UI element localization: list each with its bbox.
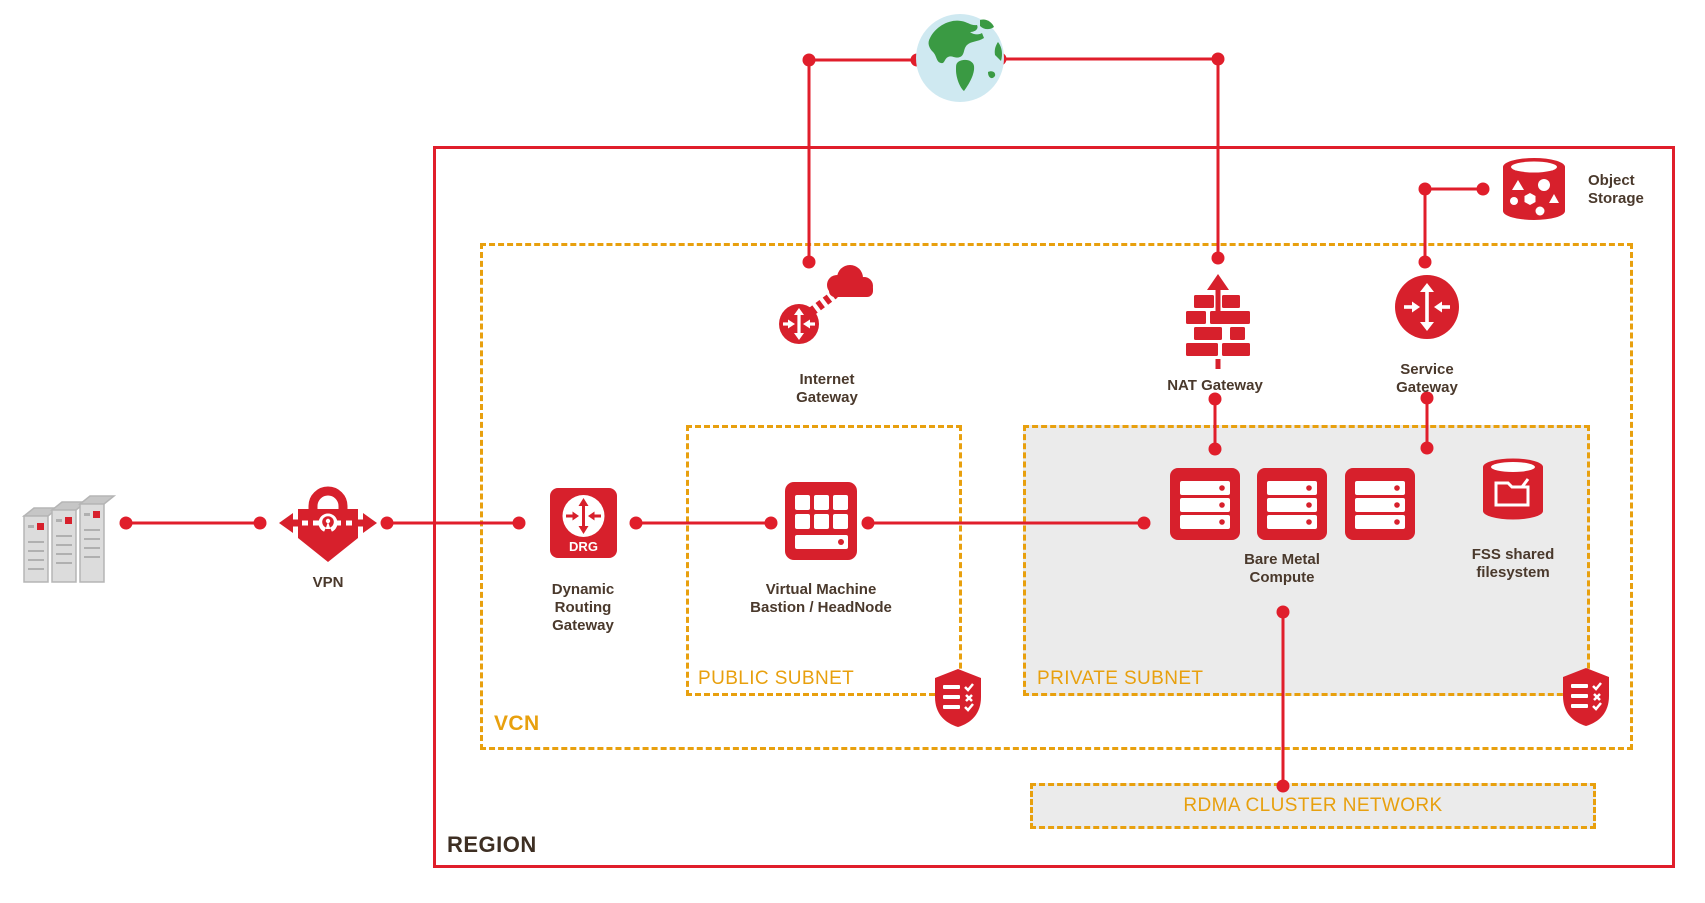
drg-badge-text: DRG xyxy=(569,539,598,554)
service-gateway-line1: Service xyxy=(1400,361,1454,378)
vcn-label: VCN xyxy=(494,712,540,735)
drg-label-line1: Dynamic xyxy=(551,581,615,598)
fss-line1: FSS shared xyxy=(1471,546,1555,563)
bare-metal-label: Bare Metal Compute xyxy=(1182,551,1382,587)
drg-icon: DRG xyxy=(550,488,617,558)
bare-metal-server-icon xyxy=(1170,468,1240,540)
internet-gateway-label: Internet Gateway xyxy=(727,371,927,407)
rdma-cluster-network-label: RDMA CLUSTER NETWORK xyxy=(1183,795,1443,816)
internet-gateway-line2: Gateway xyxy=(796,389,858,406)
fss-line2: filesystem xyxy=(1476,564,1550,581)
bare-metal-line2: Compute xyxy=(1249,569,1315,586)
object-storage-label: Object Storage xyxy=(1588,172,1705,208)
fss-label: FSS shared filesystem xyxy=(1413,546,1613,582)
object-storage-line2: Storage xyxy=(1588,190,1644,207)
security-list-shield-icon xyxy=(1563,668,1609,726)
service-gateway-line2: Gateway xyxy=(1396,379,1458,396)
vpn-label: VPN xyxy=(312,574,344,591)
drg-label-line3: Gateway xyxy=(552,617,614,634)
fss-icon xyxy=(1480,456,1546,524)
vm-bastion-icon xyxy=(785,482,857,560)
nat-gateway-label: NAT Gateway xyxy=(1167,377,1263,394)
object-storage-line1: Object xyxy=(1588,172,1635,189)
security-list-shield-icon xyxy=(935,669,981,727)
internet-gateway-icon xyxy=(765,252,880,352)
vcn-box xyxy=(480,243,1633,750)
bare-metal-line1: Bare Metal xyxy=(1244,551,1320,568)
vm-label-line2: Bastion / HeadNode xyxy=(750,599,892,616)
public-subnet-box xyxy=(686,425,962,696)
vm-bastion-label: Virtual Machine Bastion / HeadNode xyxy=(701,581,941,617)
service-gateway-label: Service Gateway xyxy=(1327,361,1527,397)
private-subnet-label: PRIVATE SUBNET xyxy=(1037,668,1204,689)
globe-icon xyxy=(916,14,1004,102)
on-premises-racks-icon xyxy=(10,452,122,590)
service-gateway-icon xyxy=(1395,275,1459,339)
object-storage-icon xyxy=(1500,155,1568,225)
vm-label-line1: Virtual Machine xyxy=(765,581,877,598)
drg-label: Dynamic Routing Gateway xyxy=(483,581,683,635)
internet-gateway-line1: Internet xyxy=(799,371,855,388)
region-label: REGION xyxy=(447,832,537,857)
vpn-lock-icon xyxy=(275,478,381,584)
bare-metal-server-icon xyxy=(1257,468,1327,540)
nat-gateway-icon xyxy=(1170,268,1266,372)
public-subnet-label: PUBLIC SUBNET xyxy=(698,668,855,689)
rdma-cluster-network-box: RDMA CLUSTER NETWORK xyxy=(1030,783,1596,829)
bare-metal-server-icon xyxy=(1345,468,1415,540)
region-box xyxy=(433,146,1675,868)
drg-label-line2: Routing xyxy=(554,599,612,616)
